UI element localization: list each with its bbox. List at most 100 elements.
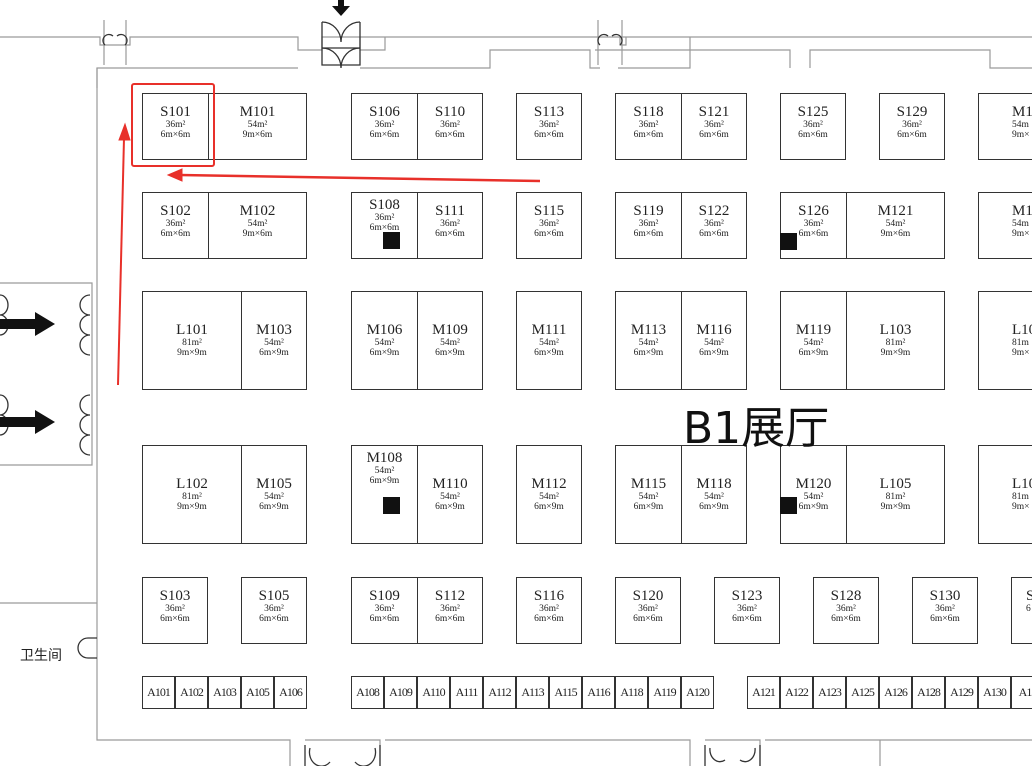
booth-size: 6m×6m [633, 229, 664, 239]
booth-a116[interactable]: A116 [582, 676, 615, 709]
booth-area: 36m² [638, 604, 658, 614]
booth-area: 54m² [704, 492, 724, 502]
booth-id: S109 [369, 588, 400, 604]
booth-m12[interactable]: M1254m9m× [978, 192, 1032, 259]
booth-size: 6m×6m [369, 130, 400, 140]
booth-id: M112 [531, 476, 567, 492]
booth-size: 6m×9m [369, 348, 400, 358]
booth-id: L10 [1012, 476, 1032, 492]
booth-a113[interactable]: A113 [516, 676, 549, 709]
booth-a108[interactable]: A108 [351, 676, 384, 709]
booth-a101[interactable]: A101 [142, 676, 175, 709]
booth-size: 9m×9m [177, 502, 207, 512]
booth-a106[interactable]: A106 [274, 676, 307, 709]
booth-a118[interactable]: A118 [615, 676, 648, 709]
booth-id: S129 [896, 104, 928, 120]
booth-a123[interactable]: A123 [813, 676, 846, 709]
booth-a115[interactable]: A115 [549, 676, 582, 709]
booth-a125[interactable]: A125 [846, 676, 879, 709]
booth-a13[interactable]: A13 [1011, 676, 1032, 709]
booth-a119[interactable]: A119 [648, 676, 681, 709]
booth-a121[interactable]: A121 [747, 676, 780, 709]
booth-a130[interactable]: A130 [978, 676, 1011, 709]
booth-a109[interactable]: A109 [384, 676, 417, 709]
booth-a105[interactable]: A105 [241, 676, 274, 709]
booth-a103[interactable]: A103 [208, 676, 241, 709]
booth-id: M106 [366, 322, 403, 338]
booth-size: 6m×6m [369, 614, 400, 624]
booth-size: 6m×6m [930, 614, 960, 624]
booth-l10[interactable]: L1081m9m× [978, 291, 1032, 390]
booth-size: 6m×9m [699, 502, 729, 512]
booth-id: M121 [877, 203, 914, 219]
booth-a111[interactable]: A111 [450, 676, 483, 709]
booth-a120[interactable]: A120 [681, 676, 714, 709]
booth-area: 54m² [264, 338, 284, 348]
booth-id: M119 [795, 322, 832, 338]
booth-a128[interactable]: A128 [912, 676, 945, 709]
booth-area: 36m² [440, 219, 460, 229]
booth-a110[interactable]: A110 [417, 676, 450, 709]
booth-a122[interactable]: A122 [780, 676, 813, 709]
booth-s[interactable]: S6 [1011, 577, 1032, 644]
booth-area: 54m² [374, 338, 395, 348]
entrance-arrow-icons [0, 0, 350, 434]
booth-a129[interactable]: A129 [945, 676, 978, 709]
booth-l10[interactable]: L1081m9m× [978, 445, 1032, 544]
booth-size: 6m×9m [259, 348, 289, 358]
booth-a102[interactable]: A102 [175, 676, 208, 709]
booth-size: 9m×6m [880, 229, 911, 239]
booth-a112[interactable]: A112 [483, 676, 516, 709]
booth-id: S111 [435, 203, 465, 219]
booth-m12[interactable]: M1254m9m× [978, 93, 1032, 160]
booth-size: 6m×6m [699, 229, 729, 239]
booth-a126[interactable]: A126 [879, 676, 912, 709]
booth-id: M116 [696, 322, 732, 338]
booth-area: 81m² [182, 492, 202, 502]
booth-id: S105 [258, 588, 290, 604]
